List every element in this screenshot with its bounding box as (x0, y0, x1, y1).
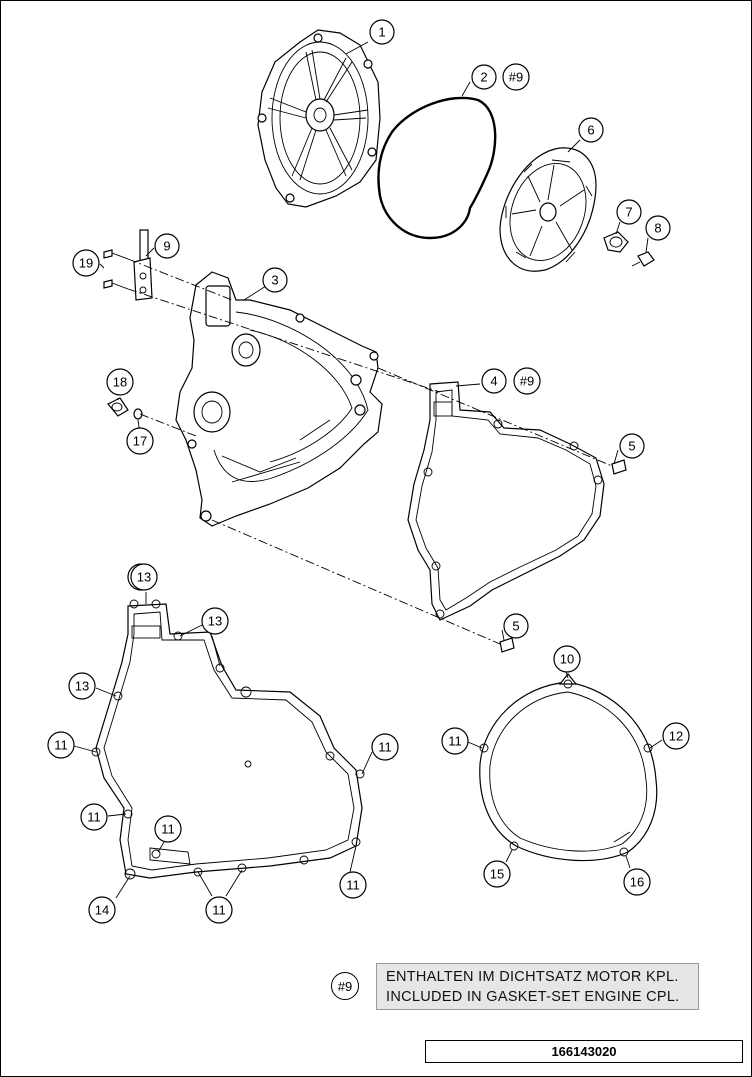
part-3-housing-cover (175, 271, 383, 527)
svg-text:2: 2 (480, 70, 487, 85)
part-1-clutch-cover (257, 29, 381, 208)
callout-4: 4 (481, 368, 507, 394)
callout-8: 8 (645, 215, 671, 241)
part-2-o-ring (377, 96, 497, 240)
callout-14: 14 (88, 896, 116, 924)
part-5-screw-lower (499, 637, 515, 653)
callout-19: 19 (72, 249, 100, 277)
svg-text:16: 16 (630, 875, 644, 890)
svg-text:17: 17 (133, 434, 147, 449)
part-6-cover-plate (499, 147, 597, 272)
callout-11-b: 11 (371, 733, 399, 761)
legend-line-english: INCLUDED IN GASKET-SET ENGINE CPL. (386, 988, 680, 1005)
svg-text:5: 5 (628, 439, 635, 454)
part-8-screw (631, 251, 655, 267)
part-18-plug (107, 397, 129, 417)
svg-text:#9: #9 (520, 374, 534, 389)
svg-text:8: 8 (654, 221, 661, 236)
assembly-axes (127, 258, 613, 645)
part-4-gasket (407, 381, 605, 621)
svg-text:15: 15 (490, 867, 504, 882)
svg-text:3: 3 (271, 273, 278, 288)
callout-11-c: 11 (80, 803, 108, 831)
svg-text:1: 1 (378, 25, 385, 40)
callout-12: 12 (662, 722, 690, 750)
svg-text:11: 11 (212, 903, 226, 918)
svg-text:11: 11 (161, 822, 175, 837)
legend-reference-badge: #9 (331, 972, 359, 1000)
svg-text:5: 5 (512, 619, 519, 634)
callout-11-e: 11 (339, 871, 367, 899)
part-7-damper (603, 231, 629, 253)
callout-9: 9 (154, 233, 180, 259)
svg-text:11: 11 (378, 740, 392, 755)
part-9-fitting (133, 229, 153, 301)
callout-13-b: 13 (201, 607, 229, 635)
callout-11-g: 11 (441, 727, 469, 755)
callout-7: 7 (616, 199, 642, 225)
svg-text:11: 11 (54, 738, 68, 753)
svg-text:11: 11 (346, 878, 360, 893)
svg-text:7: 7 (625, 205, 632, 220)
document-number: 166143020 (425, 1040, 743, 1063)
legend-box: ENTHALTEN IM DICHTSATZ MOTOR KPL. INCLUD… (376, 963, 699, 1010)
svg-text:19: 19 (79, 256, 93, 271)
gasket-detail-large (91, 599, 365, 880)
callout-13-c: 13 (68, 672, 96, 700)
callout-3: 3 (262, 267, 288, 293)
svg-text:13: 13 (137, 570, 151, 585)
svg-text:14: 14 (95, 903, 109, 918)
svg-text:6: 6 (587, 123, 594, 138)
callout-11-d: 11 (154, 815, 182, 843)
callout-4-ref: #9 (513, 367, 541, 395)
callout-16: 16 (623, 868, 651, 896)
callout-1: 1 (369, 19, 395, 45)
part-17-seal (133, 408, 143, 420)
callout-2-ref: #9 (502, 63, 530, 91)
svg-text:13: 13 (208, 614, 222, 629)
callout-10: 10 (553, 645, 581, 673)
callout-5-lower: 5 (503, 613, 529, 639)
leader-lines (73, 41, 663, 899)
callout-15: 15 (483, 860, 511, 888)
svg-text:18: 18 (113, 375, 127, 390)
callout-17: 17 (126, 427, 154, 455)
svg-text:13: 13 (75, 679, 89, 694)
callout-13-a: 13 (130, 563, 158, 591)
svg-text:4: 4 (490, 374, 497, 389)
callout-2: 2 (471, 64, 497, 90)
callout-11-a: 11 (47, 731, 75, 759)
part-19-screws (103, 249, 129, 290)
callout-18: 18 (106, 368, 134, 396)
svg-text:10: 10 (560, 652, 574, 667)
svg-text:11: 11 (87, 810, 101, 825)
svg-text:12: 12 (669, 729, 683, 744)
callout-5-upper: 5 (619, 433, 645, 459)
legend-line-german: ENTHALTEN IM DICHTSATZ MOTOR KPL. (386, 968, 679, 985)
callout-11-f: 11 (205, 896, 233, 924)
callout-6: 6 (578, 117, 604, 143)
svg-text:11: 11 (448, 734, 462, 749)
gasket-detail-round (479, 673, 658, 862)
part-5-screw-upper (611, 459, 627, 475)
svg-text:9: 9 (163, 239, 170, 254)
svg-text:#9: #9 (509, 70, 523, 85)
